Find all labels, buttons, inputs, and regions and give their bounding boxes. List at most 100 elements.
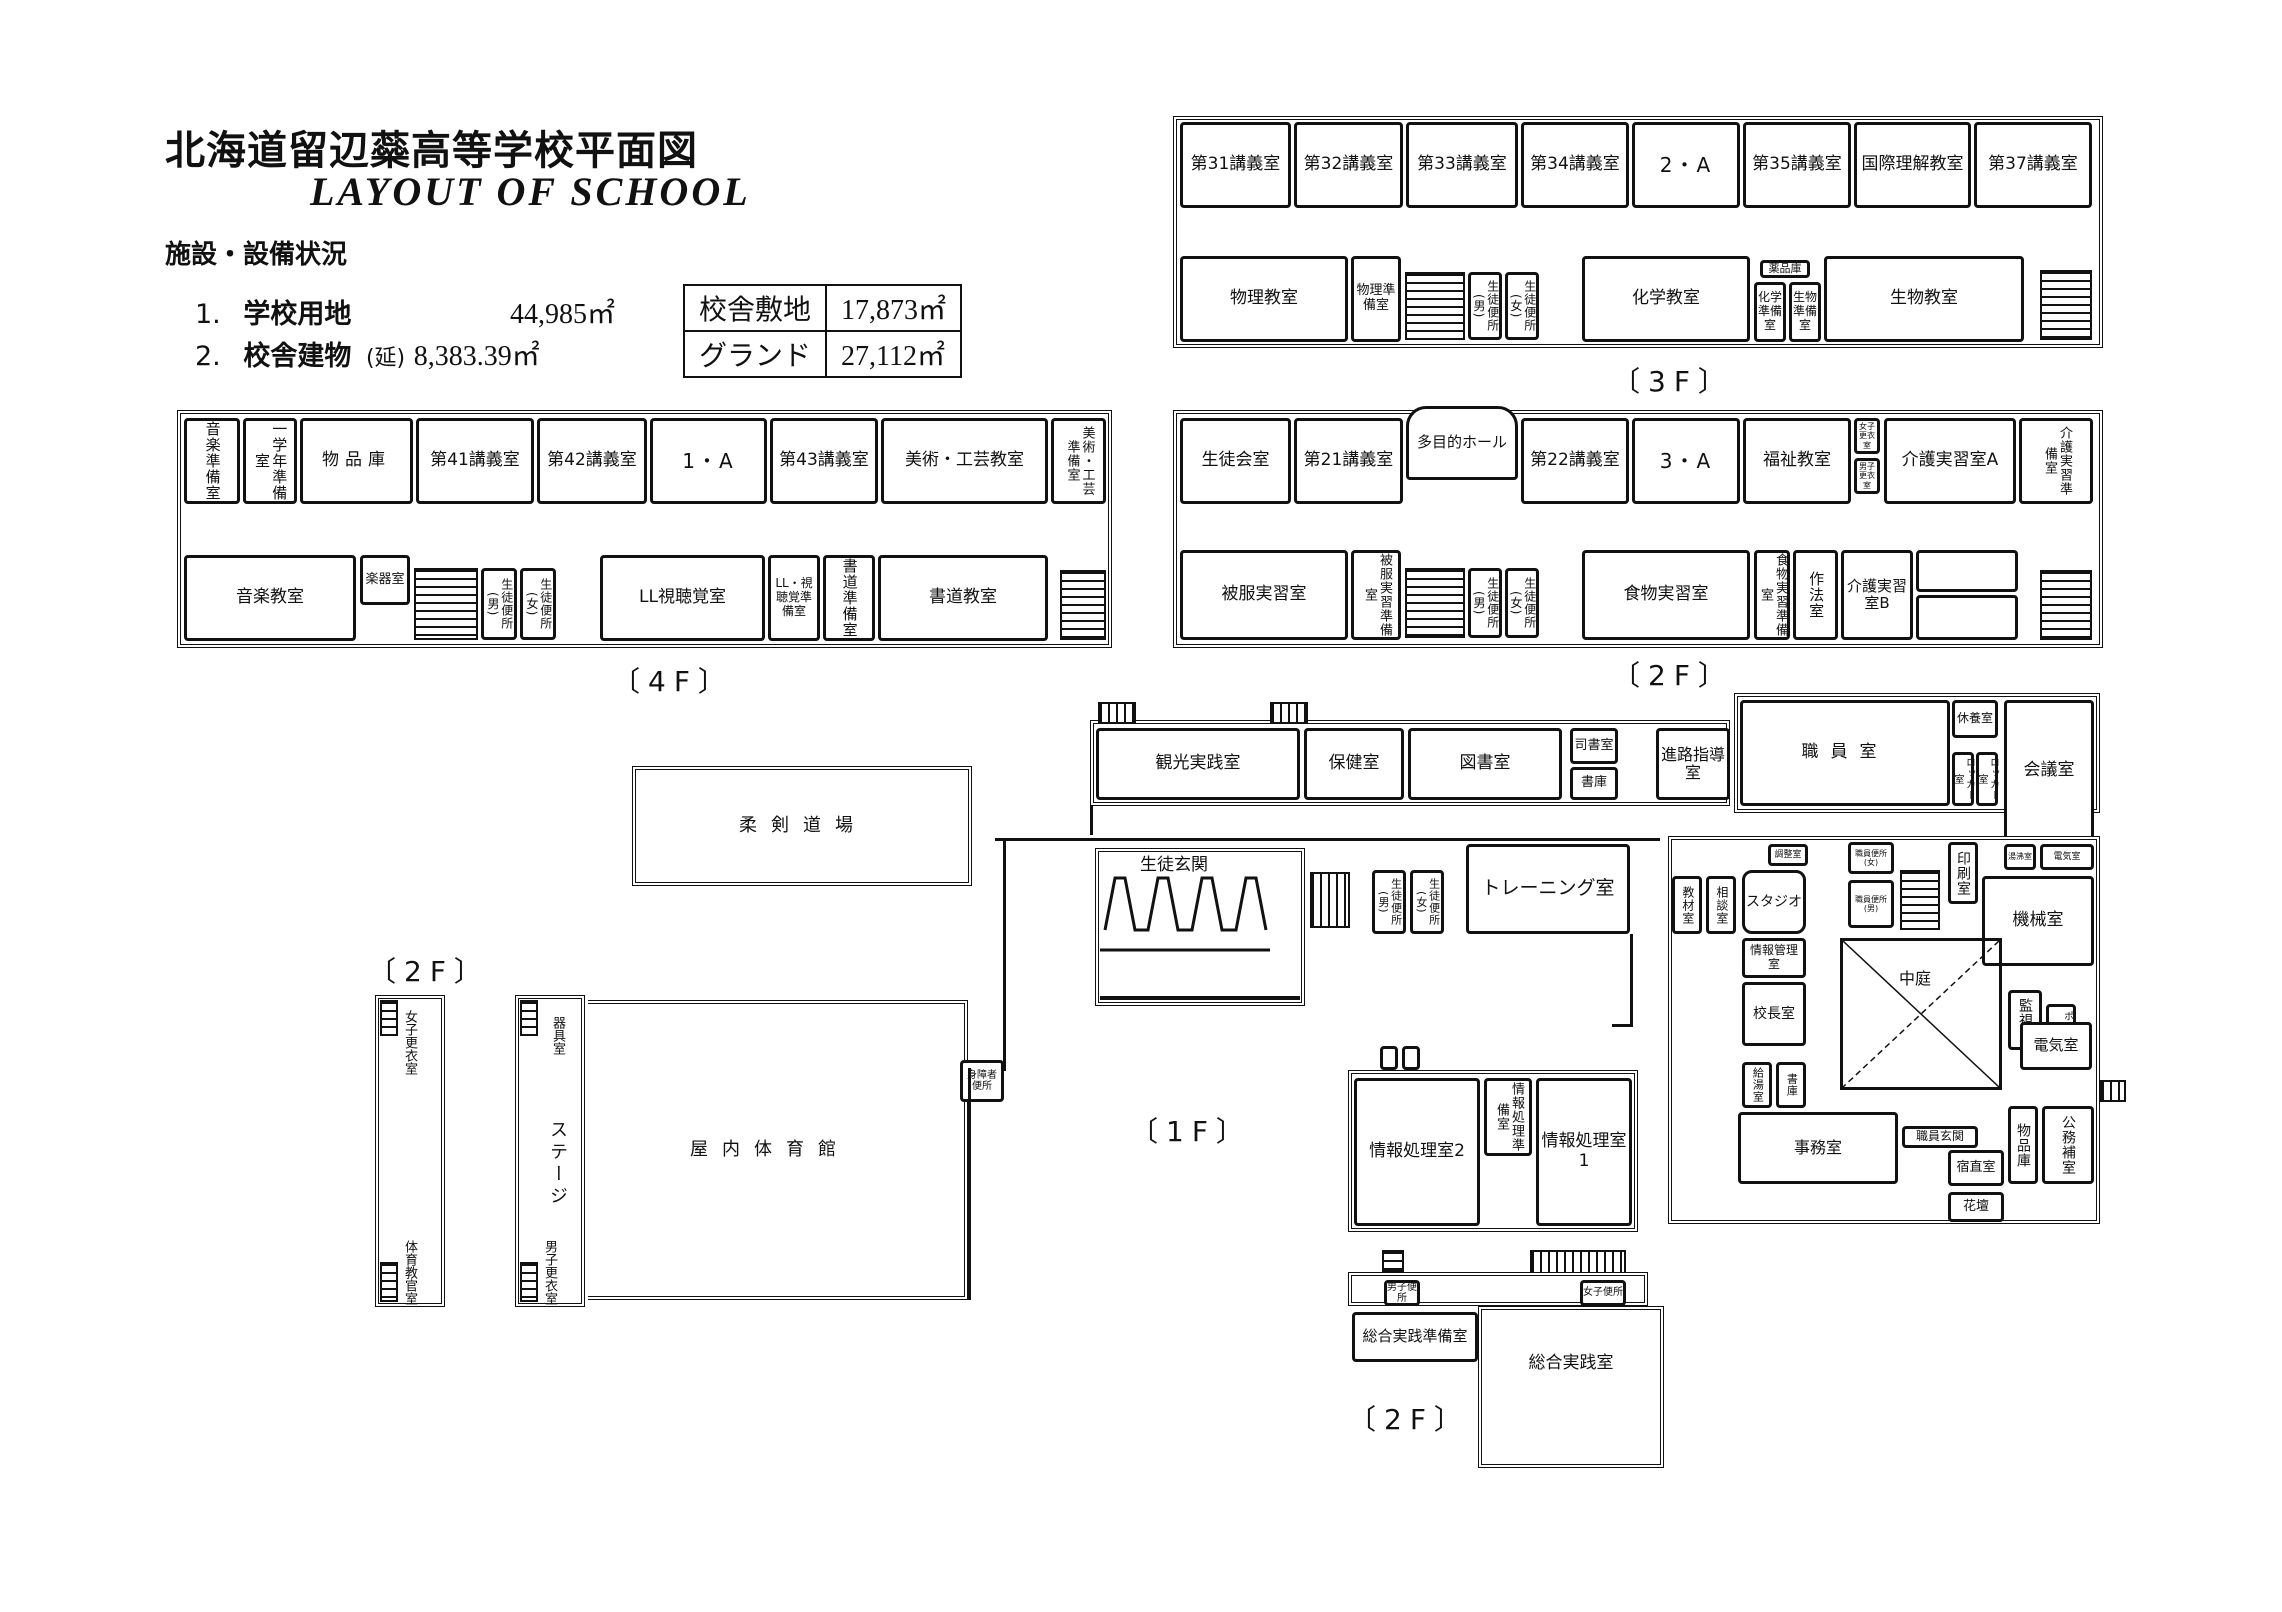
room: 相談室 <box>1706 876 1736 934</box>
room: 薬品庫 <box>1760 260 1810 278</box>
area-row: グランド 27,112㎡ <box>682 330 963 378</box>
room: LL・視聴覚準備室 <box>768 555 820 641</box>
room: 楽器室 <box>360 555 410 605</box>
room: 一学年準備室 <box>243 418 297 504</box>
room: 職員便所(女) <box>1848 842 1894 874</box>
area-label: 校舎敷地 <box>682 284 828 332</box>
room: 音楽教室 <box>184 555 356 641</box>
corridor-wall <box>1003 838 1006 1068</box>
room: 生徒会室 <box>1180 418 1291 504</box>
room: 多目的ホール <box>1406 406 1518 480</box>
stairs <box>1382 1250 1404 1272</box>
room: 1・A <box>650 418 767 504</box>
stairs <box>380 1000 398 1036</box>
room: ロッカー室 <box>1952 752 1975 806</box>
corridor-wall <box>1612 1024 1633 1027</box>
room-unlabeled <box>1380 1046 1398 1070</box>
floor-label-2f: 〔2F〕 <box>1612 659 1734 692</box>
room: 生徒玄関 <box>1140 855 1208 875</box>
area-table: 校舎敷地 17,873㎡ グランド 27,112㎡ <box>682 284 963 378</box>
room: 中庭 <box>1899 965 1932 989</box>
page-subtitle: LAYOUT OF SCHOOL <box>310 169 751 214</box>
room: 職員便所(男) <box>1848 880 1894 928</box>
room: 第22講義室 <box>1521 418 1629 504</box>
room: 生徒便所(女) <box>1505 568 1539 638</box>
shoe-racks <box>1100 876 1300 1000</box>
floor-label-gym-2f: 〔2F〕 <box>368 955 490 988</box>
room: 音楽準備室 <box>184 418 240 504</box>
room: 介護実習室A <box>1884 418 2016 504</box>
room: 被服実習準備室 <box>1351 550 1401 640</box>
room: 観光実践室 <box>1096 728 1300 800</box>
room: 女子更衣室 <box>1854 418 1880 454</box>
room-unlabeled <box>1916 595 2018 640</box>
stairs <box>1405 568 1465 638</box>
stairs <box>2040 270 2092 340</box>
room: 情報処理室1 <box>1536 1078 1632 1226</box>
stat-index: 1. <box>195 299 221 330</box>
room: 化学準備室 <box>1754 282 1786 342</box>
room: 物理準備室 <box>1351 256 1401 342</box>
stairs <box>1405 272 1465 340</box>
room: 第33講義室 <box>1406 122 1518 208</box>
room: 介護実習室B <box>1841 550 1913 640</box>
room: 食物実習室 <box>1582 550 1750 640</box>
area-value: 27,112㎡ <box>825 330 963 378</box>
room: 第32講義室 <box>1294 122 1403 208</box>
room: 柔剣道場 <box>739 814 867 836</box>
stairs <box>2040 570 2092 640</box>
room: 第21講義室 <box>1294 418 1403 504</box>
gym-2f-stage <box>515 995 585 1307</box>
room: 宿直室 <box>1948 1150 2004 1186</box>
floor-label-4f: 〔4F〕 <box>612 665 734 698</box>
room: 美術・工芸準備室 <box>1051 418 1106 504</box>
room: 男子更衣室 <box>1854 458 1880 494</box>
student-entrance <box>1095 848 1305 1006</box>
room: 美術・工芸教室 <box>881 418 1048 504</box>
room: 作法室 <box>1793 550 1838 640</box>
room: 第34講義室 <box>1521 122 1629 208</box>
stat-building-area: 2. 校舎建物 (延) 8,383.39㎡ <box>195 334 540 374</box>
room: 休養室 <box>1952 700 1998 738</box>
room: 事務室 <box>1738 1112 1898 1184</box>
room: 体育教官室 <box>402 1240 417 1305</box>
room: 被服実習室 <box>1180 550 1348 640</box>
room: スタジオ <box>1742 870 1806 934</box>
room: 書庫 <box>1776 1062 1806 1108</box>
room: 生徒便所(男) <box>1468 568 1502 638</box>
room: 書道準備室 <box>823 555 875 641</box>
room: 国際理解教室 <box>1854 122 1971 208</box>
room: 公務補室 <box>2042 1106 2094 1184</box>
room: 印刷室 <box>1948 842 1978 904</box>
room: 化学教室 <box>1582 256 1750 342</box>
room: 第31講義室 <box>1180 122 1291 208</box>
room: ステージ <box>547 1120 568 1208</box>
room: 生徒便所(女) <box>1410 870 1444 934</box>
room: 電気室 <box>2020 1022 2092 1070</box>
room: 司書室 <box>1570 728 1618 764</box>
room: 第43講義室 <box>770 418 878 504</box>
room: 生徒便所(男) <box>1372 870 1406 934</box>
annex-2f-main <box>1478 1306 1664 1468</box>
room-unlabeled <box>1916 550 2018 592</box>
gym-wall <box>968 1068 971 1300</box>
room: 湯沸室 <box>2004 844 2036 870</box>
room: 電気室 <box>2040 844 2094 870</box>
room: 生徒便所(女) <box>520 568 556 640</box>
room: 3・A <box>1632 418 1740 504</box>
room: 女子更衣室 <box>402 1010 417 1075</box>
room: 器具室 <box>550 1016 565 1055</box>
courtyard: 中庭 <box>1840 938 2002 1090</box>
gym-2f-left <box>375 995 445 1307</box>
room: 第41講義室 <box>416 418 534 504</box>
room: ロッカー室 <box>1976 752 1999 806</box>
room: 総合実践室 <box>1528 1353 1614 1374</box>
room: 図書室 <box>1408 728 1562 800</box>
room: 物品庫 <box>300 418 413 504</box>
room: 女子便所 <box>1580 1280 1626 1306</box>
floor-label-annex-2f: 〔2F〕 <box>1348 1403 1470 1436</box>
room: 書庫 <box>1570 767 1618 800</box>
room: 身障者便所 <box>960 1060 1004 1102</box>
room: トレーニング室 <box>1466 844 1630 934</box>
shoe-rack-outline <box>1103 876 1268 932</box>
